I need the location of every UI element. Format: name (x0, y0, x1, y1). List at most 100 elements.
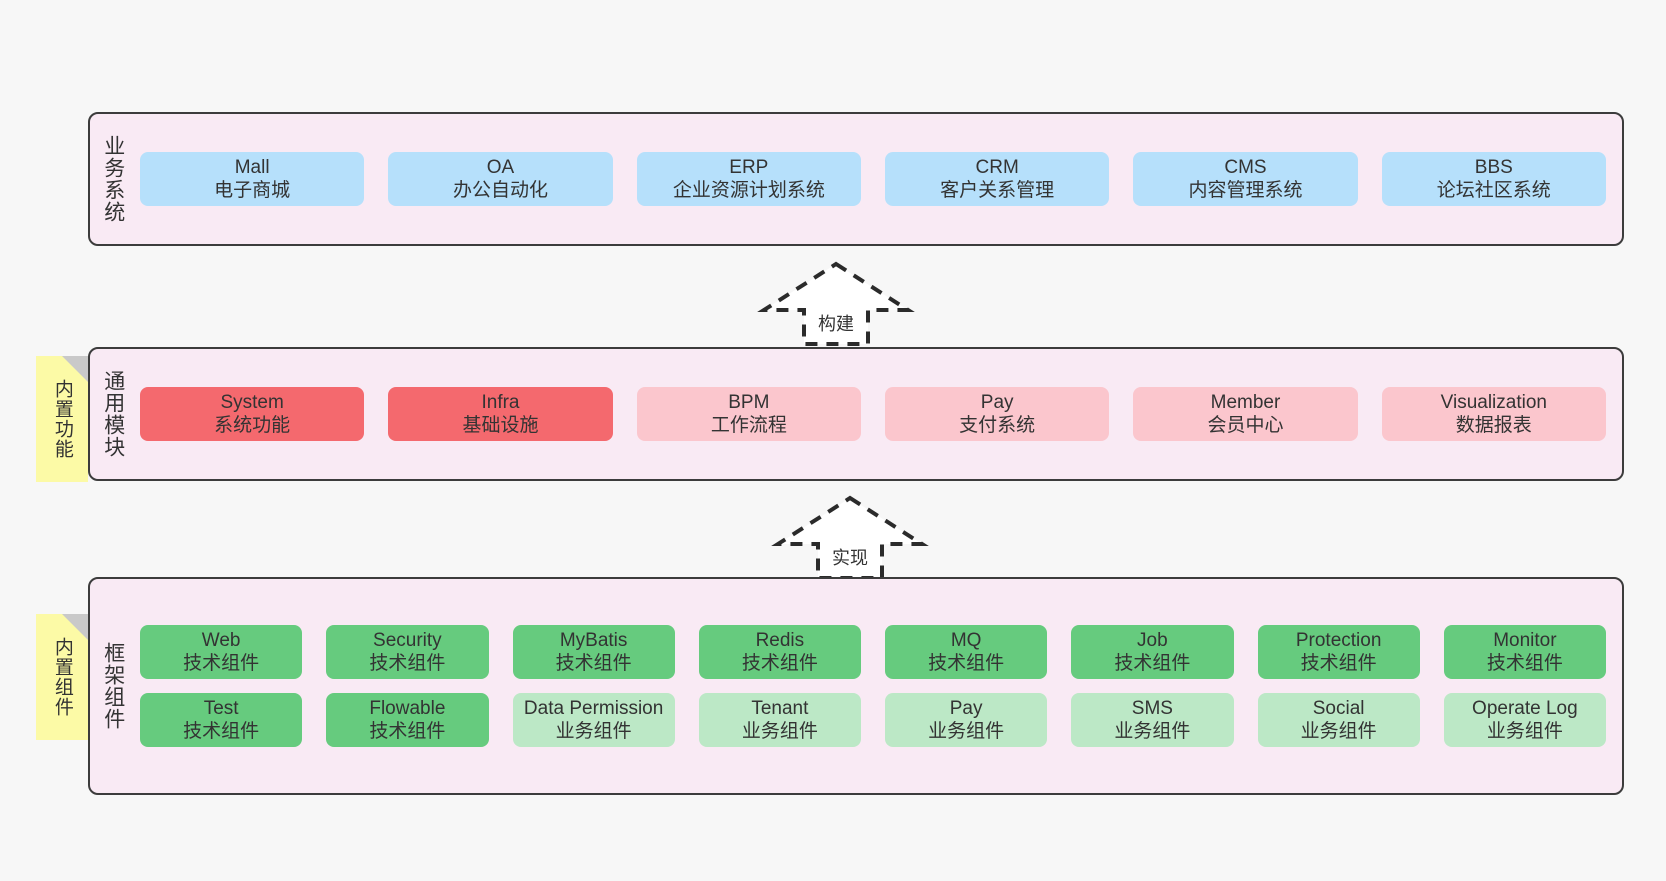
component-box-mq[interactable]: MQ 技术组件 (885, 624, 1048, 679)
layer-row: Mall 电子商城 OA 办公自动化 ERP 企业资源计划系统 CRM 客户关系… (140, 151, 1606, 207)
module-title: System (220, 391, 284, 413)
layer-body-framework-components: Web 技术组件 Security 技术组件 MyBatis 技术组件 Redi… (136, 579, 1622, 793)
module-title: OA (486, 156, 515, 178)
module-subtitle: 工作流程 (710, 415, 787, 436)
component-title: Web (201, 629, 241, 651)
layer-common-modules: 通用模块 System 系统功能 Infra 基础设施 BPM 工作流程 Pay… (88, 347, 1624, 481)
component-subtitle: 技术组件 (1114, 652, 1191, 674)
module-box-erp[interactable]: ERP 企业资源计划系统 (636, 151, 861, 207)
layer-framework-components: 框架组件 Web 技术组件 Security 技术组件 MyBatis 技术组件… (88, 577, 1624, 795)
component-subtitle: 技术组件 (369, 652, 446, 674)
note-fold-corner (62, 356, 88, 382)
arrow-build: 构建 (756, 258, 916, 350)
layer-title-framework-components: 框架组件 (101, 642, 125, 730)
note-label: 内置组件 (51, 637, 73, 717)
arrow-implement: 实现 (770, 492, 930, 584)
layer-row: System 系统功能 Infra 基础设施 BPM 工作流程 Pay 支付系统… (140, 386, 1606, 442)
module-title: CRM (975, 156, 1019, 178)
note-fold-corner (62, 614, 88, 640)
component-title: Redis (755, 629, 805, 651)
layer-body-business-systems: Mall 电子商城 OA 办公自动化 ERP 企业资源计划系统 CRM 客户关系… (136, 114, 1622, 244)
component-title: Pay (949, 698, 983, 719)
component-subtitle: 技术组件 (928, 652, 1005, 674)
module-box-system[interactable]: System 系统功能 (140, 386, 365, 442)
component-title: MyBatis (559, 629, 628, 651)
module-title: Member (1210, 391, 1281, 413)
note-label: 内置功能 (51, 379, 73, 459)
component-subtitle: 业务组件 (555, 721, 632, 743)
component-box-monitor[interactable]: Monitor 技术组件 (1443, 624, 1606, 679)
component-title: Social (1312, 698, 1365, 719)
arrow-implement-icon (771, 495, 929, 580)
component-subtitle: 业务组件 (741, 721, 818, 743)
layer-row: Test 技术组件 Flowable 技术组件 Data Permission … (140, 693, 1606, 748)
component-title: Flowable (369, 698, 446, 719)
component-box-protection[interactable]: Protection 技术组件 (1257, 624, 1420, 679)
component-subtitle: 技术组件 (555, 652, 632, 674)
note-built-in-components: 内置组件 (36, 614, 88, 740)
component-subtitle: 技术组件 (183, 652, 260, 674)
module-title: BBS (1474, 156, 1513, 178)
component-subtitle: 技术组件 (183, 721, 260, 743)
arrow-build-icon (757, 261, 915, 346)
component-box-flowable[interactable]: Flowable 技术组件 (326, 693, 489, 748)
module-box-mall[interactable]: Mall 电子商城 (140, 151, 365, 207)
module-box-pay[interactable]: Pay 支付系统 (884, 386, 1110, 442)
module-subtitle: 论坛社区系统 (1436, 180, 1551, 201)
component-box-operate-log[interactable]: Operate Log 业务组件 (1443, 693, 1606, 748)
layer-body-common-modules: System 系统功能 Infra 基础设施 BPM 工作流程 Pay 支付系统… (136, 349, 1622, 479)
component-subtitle: 技术组件 (1486, 652, 1563, 674)
component-title: Data Permission (523, 698, 664, 719)
arrow-build-label: 构建 (818, 314, 854, 334)
component-box-job[interactable]: Job 技术组件 (1071, 624, 1234, 679)
note-built-in-functions: 内置功能 (36, 356, 88, 482)
module-subtitle: 企业资源计划系统 (672, 180, 825, 201)
component-title: Protection (1295, 629, 1382, 651)
component-box-pay[interactable]: Pay 业务组件 (885, 693, 1048, 748)
module-box-bbs[interactable]: BBS 论坛社区系统 (1381, 151, 1606, 207)
module-subtitle: 支付系统 (959, 415, 1036, 436)
component-subtitle: 技术组件 (741, 652, 818, 674)
layer-title-business-systems: 业务系统 (101, 135, 125, 223)
module-box-bpm[interactable]: BPM 工作流程 (636, 386, 861, 442)
module-subtitle: 会员中心 (1207, 415, 1284, 436)
component-subtitle: 技术组件 (1300, 652, 1377, 674)
component-title: MQ (950, 629, 982, 651)
module-box-visualization[interactable]: Visualization 数据报表 (1381, 386, 1606, 442)
arrow-implement-label: 实现 (832, 548, 868, 568)
module-subtitle: 基础设施 (462, 415, 539, 436)
module-title: BPM (728, 391, 770, 413)
component-box-tenant[interactable]: Tenant 业务组件 (698, 693, 861, 748)
component-subtitle: 业务组件 (1300, 721, 1377, 743)
module-title: Pay (980, 391, 1014, 413)
component-box-security[interactable]: Security 技术组件 (326, 624, 489, 679)
component-box-mybatis[interactable]: MyBatis 技术组件 (512, 624, 675, 679)
component-subtitle: 业务组件 (1114, 721, 1191, 743)
component-box-web[interactable]: Web 技术组件 (140, 624, 303, 679)
component-subtitle: 业务组件 (928, 721, 1005, 743)
module-subtitle: 客户关系管理 (940, 180, 1055, 201)
component-subtitle: 业务组件 (1486, 721, 1563, 743)
module-box-member[interactable]: Member 会员中心 (1133, 386, 1358, 442)
component-title: Job (1137, 629, 1168, 651)
module-title: Infra (481, 391, 520, 413)
module-subtitle: 电子商城 (214, 180, 291, 201)
module-subtitle: 系统功能 (214, 415, 291, 436)
layer-title-common-modules: 通用模块 (101, 370, 125, 458)
module-box-crm[interactable]: CRM 客户关系管理 (884, 151, 1110, 207)
module-title: Mall (234, 156, 270, 178)
layer-business-systems: 业务系统 Mall 电子商城 OA 办公自动化 ERP 企业资源计划系统 CRM… (88, 112, 1624, 246)
component-title: Tenant (751, 698, 809, 719)
component-title: Security (373, 629, 442, 651)
module-title: CMS (1224, 156, 1267, 178)
component-box-test[interactable]: Test 技术组件 (140, 693, 303, 748)
component-box-redis[interactable]: Redis 技术组件 (698, 624, 861, 679)
component-box-sms[interactable]: SMS 业务组件 (1071, 693, 1234, 748)
module-box-infra[interactable]: Infra 基础设施 (388, 386, 613, 442)
module-box-cms[interactable]: CMS 内容管理系统 (1133, 151, 1358, 207)
component-box-data-permission[interactable]: Data Permission 业务组件 (512, 693, 675, 748)
module-subtitle: 数据报表 (1455, 415, 1532, 436)
component-box-social[interactable]: Social 业务组件 (1257, 693, 1420, 748)
module-box-oa[interactable]: OA 办公自动化 (388, 151, 613, 207)
